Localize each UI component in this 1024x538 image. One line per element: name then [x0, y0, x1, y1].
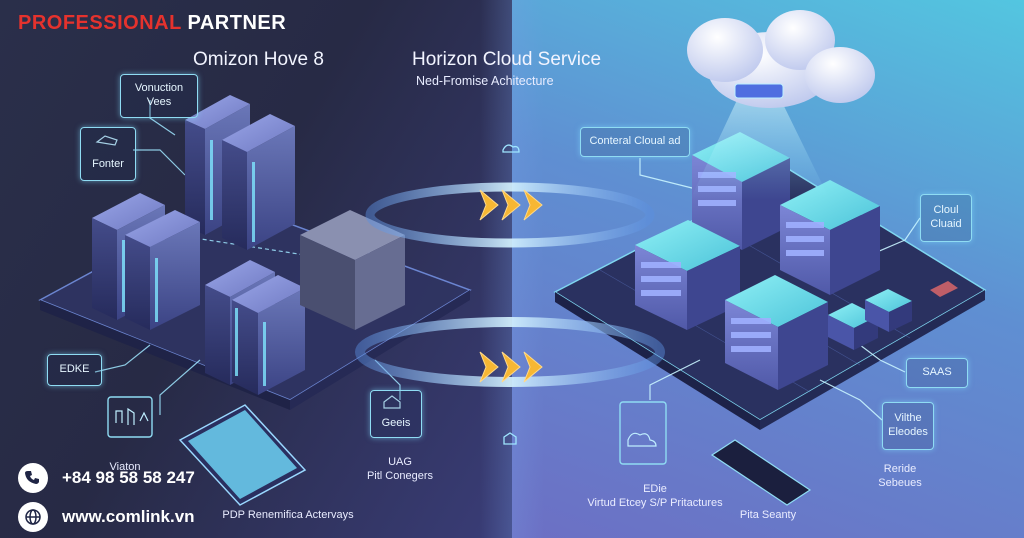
edke-icon	[107, 396, 153, 438]
edie-icon	[619, 401, 667, 465]
fonter-label-box: Fonter	[80, 127, 136, 181]
chevron-arrow-icon-bottom	[479, 351, 543, 383]
phone-number[interactable]: +84 98 58 58 247	[62, 468, 195, 487]
reride-label: Reride Sebeues	[878, 463, 922, 490]
edke-label-box: EDKE	[47, 354, 102, 386]
architecture-subtitle: Ned-Fromise Achitecture	[416, 74, 554, 88]
sync-ring-bottom	[355, 317, 665, 387]
rack-server-back-2	[222, 114, 295, 250]
brand-title: PROFESSIONAL PARTNER	[18, 12, 286, 35]
laptop-icon	[930, 281, 958, 297]
left-title: Omizon Hove 8	[193, 49, 324, 70]
mobile-device	[710, 439, 812, 506]
storage-box	[300, 210, 405, 330]
rack-server-front-2	[232, 275, 305, 395]
conteral-cloud-label-box: Conteral Cloual ad	[580, 127, 690, 157]
small-cloud-node-2	[865, 289, 912, 332]
geeis-label-box: Geeis	[370, 390, 422, 438]
phone-contact[interactable]: +84 98 58 58 247	[18, 463, 195, 493]
cloud-icon	[687, 10, 875, 200]
globe-icon	[18, 502, 48, 532]
pita-seanty-label: Pita Seanty	[739, 509, 797, 521]
vonuction-label-box: Vonuction Vees	[120, 74, 198, 118]
small-cloud-node-1	[828, 303, 878, 350]
saas-label-box: SAAS	[906, 358, 968, 388]
viaton-label: Viaton	[109, 461, 141, 473]
chevron-arrow-icon	[479, 189, 543, 221]
fonter-icon	[95, 135, 118, 146]
sync-ring-top	[365, 182, 655, 248]
brand-word-professional: PROFESSIONAL	[18, 12, 182, 34]
phone-icon	[18, 463, 48, 493]
cloud-small-icon	[502, 144, 520, 153]
uag-label: UAG Pitl Conegers	[366, 456, 434, 483]
brand-word-partner: PARTNER	[187, 12, 287, 34]
center-divider-glow	[480, 0, 544, 538]
geeis-icon-glyph	[383, 395, 401, 409]
website-contact[interactable]: www.comlink.vn	[18, 502, 195, 532]
pdp-label: PDP Renemifica Actervays	[222, 509, 354, 521]
cloud-cluaid-label-box: Cloul Cluaid	[920, 194, 972, 242]
right-title: Horizon Cloud Service	[412, 49, 602, 70]
tablet-device	[178, 404, 307, 506]
lock-icon	[503, 432, 517, 445]
vilthe-label-box: Vilthe Eleodes	[882, 402, 934, 450]
rack-server-left-2	[125, 210, 200, 330]
edie-label: EDie Virtud Etcey S/P Pritactures	[587, 483, 723, 510]
website-url[interactable]: www.comlink.vn	[62, 507, 195, 526]
